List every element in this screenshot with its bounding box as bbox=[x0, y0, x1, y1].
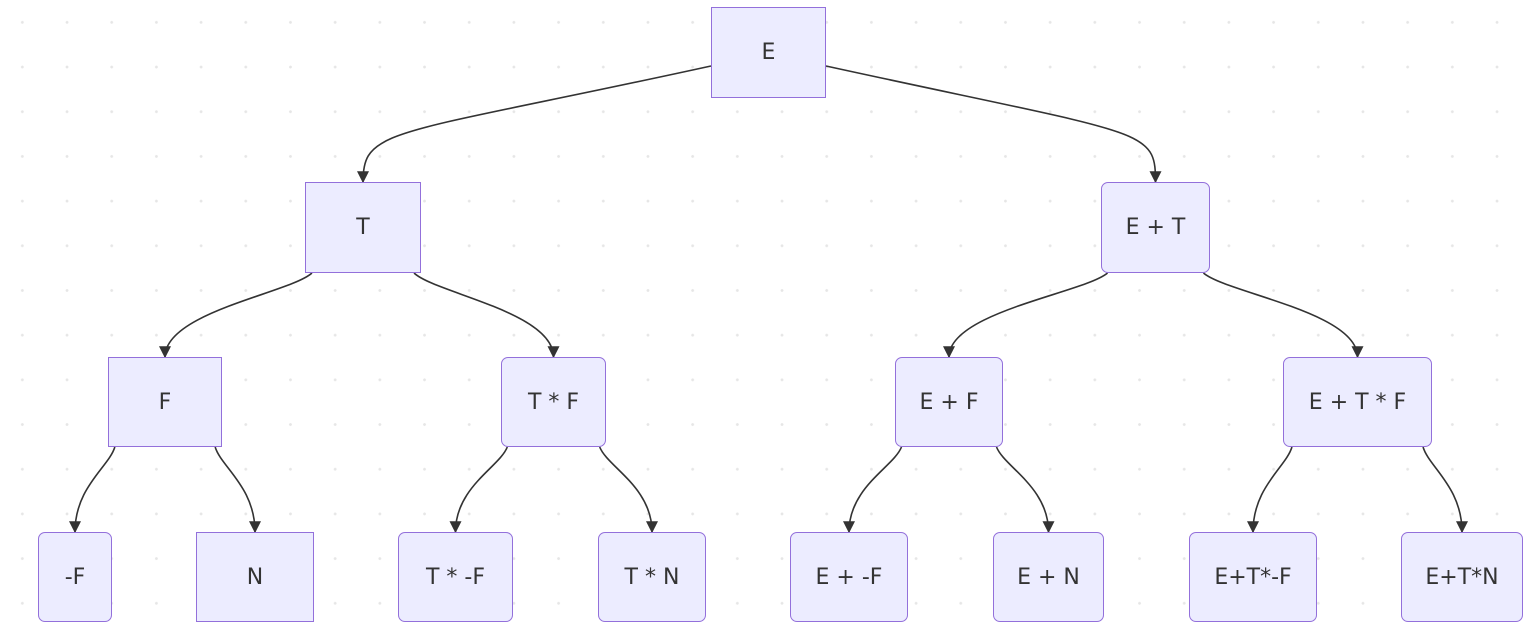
edge-EplusTtimesF-to-EplusTtimesN bbox=[1422, 446, 1468, 534]
edge-EplusTtimesF-to-EplusTtimesNegF bbox=[1247, 446, 1293, 534]
node-e-plus-t-times-f[interactable]: E + T * F bbox=[1283, 357, 1432, 447]
edge-TtimesF-to-TtimesN bbox=[598, 446, 658, 534]
node-e-plus-t-times-neg-f[interactable]: E+T*-F bbox=[1189, 532, 1317, 622]
edge-TtimesF-to-TtimesNegF bbox=[449, 446, 509, 534]
node-e-plus-t-times-n[interactable]: E+T*N bbox=[1401, 532, 1523, 622]
edge-EplusT-to-EplusTtimesF bbox=[1202, 272, 1364, 359]
node-e-plus-f[interactable]: E + F bbox=[895, 357, 1003, 447]
edge-F-to-negF bbox=[69, 446, 116, 534]
edge-T-to-F bbox=[159, 272, 313, 359]
node-e-plus-neg-f[interactable]: E + -F bbox=[790, 532, 908, 622]
node-e[interactable]: E bbox=[711, 7, 826, 98]
node-e-plus-n[interactable]: E + N bbox=[993, 532, 1104, 622]
edge-EplusF-to-EplusN bbox=[995, 446, 1055, 534]
edge-E-to-EplusT bbox=[825, 65, 1162, 184]
node-t-times-neg-f[interactable]: T * -F bbox=[398, 532, 513, 622]
edge-E-to-T bbox=[357, 65, 712, 184]
node-t[interactable]: T bbox=[305, 182, 421, 273]
edge-EplusF-to-EplusNegF bbox=[843, 446, 903, 534]
node-t-times-n[interactable]: T * N bbox=[598, 532, 706, 622]
node-e-plus-t[interactable]: E + T bbox=[1101, 182, 1210, 273]
edge-EplusT-to-EplusF bbox=[943, 272, 1109, 359]
node-n[interactable]: N bbox=[196, 532, 314, 622]
node-t-times-f[interactable]: T * F bbox=[501, 357, 606, 447]
edge-F-to-N bbox=[214, 446, 261, 534]
node-f[interactable]: F bbox=[108, 357, 222, 447]
node-neg-f[interactable]: -F bbox=[38, 532, 112, 622]
edge-T-to-TtimesF bbox=[413, 272, 560, 359]
